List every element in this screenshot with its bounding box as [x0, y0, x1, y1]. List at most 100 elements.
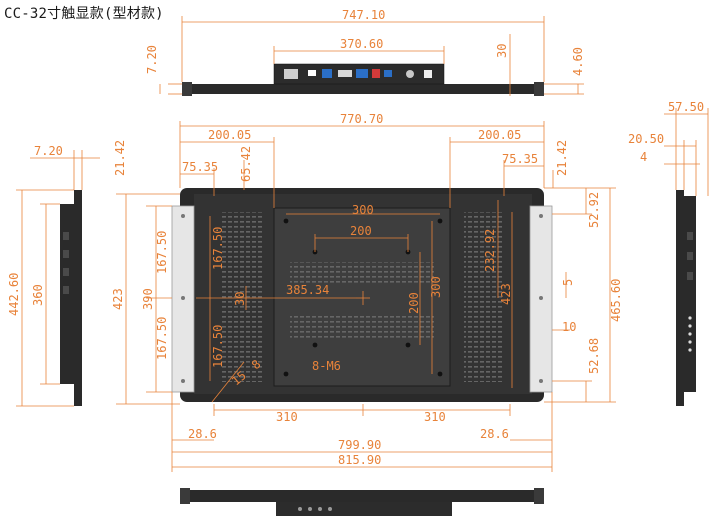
side-port-icon: [63, 286, 69, 294]
dim-rside-4: 4: [640, 150, 647, 164]
dim-rside-20: 20.50: [628, 132, 664, 146]
bottom-view: [180, 488, 544, 516]
vesa-hole: [283, 218, 289, 224]
dim-side-360: 360: [31, 284, 45, 306]
left-side-body: [74, 190, 82, 406]
dim-front-385: 385.34: [286, 283, 329, 297]
dimension-labels: 747.10 7.20 370.60 30 4.60 200.05 770.70…: [7, 8, 704, 467]
dim-rside-57: 57.50: [668, 100, 704, 114]
led-indicator-icon: [298, 507, 302, 511]
dim-bottom-799: 799.90: [338, 438, 381, 452]
bottom-view-bracket-right: [534, 488, 544, 504]
dim-vesa-300: 300: [352, 203, 374, 217]
dim-top-7-20: 7.20: [145, 45, 159, 74]
side-port-icon: [687, 272, 693, 280]
usb-port-icon: [308, 70, 316, 76]
dim-bottom-310-left: 310: [276, 410, 298, 424]
dim-right-5: 5: [561, 279, 575, 286]
power-connector-icon: [284, 69, 298, 79]
bracket-hole: [539, 214, 543, 218]
grill-center-bottom: [290, 316, 434, 338]
dim-left-167-bot: 167.50: [155, 317, 169, 360]
dim-vesa-200: 200: [350, 224, 372, 238]
vesa-hole: [405, 342, 411, 348]
dim-left-390: 390: [141, 288, 155, 310]
right-side-box: [684, 196, 696, 392]
bracket-hole: [539, 296, 543, 300]
dim-inner-167-top: 167.50: [211, 227, 225, 270]
front-view: [171, 188, 553, 402]
dim-front-770: 770.70: [340, 112, 383, 126]
grill-left: [222, 212, 262, 382]
dim-top-30: 30: [495, 44, 509, 58]
com-port-red-icon: [372, 69, 380, 78]
bottom-view-bracket-left: [180, 488, 190, 504]
dim-front-423-inner: 423: [499, 283, 513, 305]
vga-port-icon: [356, 69, 368, 78]
dim-inner-167-bot: 167.50: [211, 325, 225, 368]
bracket-hole: [181, 296, 185, 300]
lan-port-icon: [322, 69, 332, 78]
side-button-icon: [688, 316, 692, 320]
dimension-lines: [16, 16, 709, 472]
page-title: CC-32寸触显款(型材款): [4, 6, 164, 22]
dim-top-747: 747.10: [342, 8, 385, 22]
dim-right-10: 10: [562, 320, 576, 334]
side-port-icon: [63, 232, 69, 240]
side-button-icon: [688, 348, 692, 352]
vesa-hole: [283, 371, 289, 377]
side-button-icon: [688, 332, 692, 336]
vesa-hole: [437, 218, 443, 224]
grill-center-top: [290, 262, 434, 284]
dim-bottom-310-right: 310: [424, 410, 446, 424]
dim-front-75-left: 75.35: [182, 160, 218, 174]
side-button-icon: [688, 324, 692, 328]
dim-vesa-v-300: 300: [429, 276, 443, 298]
top-view-bracket-left: [182, 82, 192, 96]
dim-front-200-left: 200.05: [208, 128, 251, 142]
dim-inner-30: 30: [233, 292, 247, 306]
dim-right-465: 465.60: [609, 279, 623, 322]
led-indicator-icon: [308, 507, 312, 511]
led-indicator-icon: [328, 507, 332, 511]
dim-left-167-top: 167.50: [155, 231, 169, 274]
grill-right: [464, 212, 504, 382]
com-port-blue-icon: [384, 70, 392, 77]
led-indicator-icon: [318, 507, 322, 511]
dim-front-21-right: 21.42: [555, 140, 569, 176]
side-port-icon: [687, 252, 693, 260]
side-button-icon: [688, 340, 692, 344]
bracket-hole: [539, 379, 543, 383]
dim-side-442: 442.60: [7, 273, 21, 316]
dim-left-423: 423: [111, 288, 125, 310]
switch-icon: [424, 70, 432, 78]
bracket-hole: [181, 379, 185, 383]
dim-front-200-right: 200.05: [478, 128, 521, 142]
side-port-icon: [63, 250, 69, 258]
dim-front-21-left: 21.42: [113, 140, 127, 176]
vesa-hole: [437, 371, 443, 377]
dim-front-75-right: 75.35: [502, 152, 538, 166]
bottom-view-frame: [180, 490, 544, 502]
bracket-hole: [181, 214, 185, 218]
dim-vesa-v-200: 200: [407, 292, 421, 314]
dim-screw-8-m6: 8-M6: [312, 359, 341, 373]
right-side-body: [676, 190, 684, 406]
dim-right-52-top: 52.92: [587, 192, 601, 228]
side-port-icon: [63, 268, 69, 276]
dim-top-4-60: 4.60: [571, 47, 585, 76]
top-view-bracket-right: [534, 82, 544, 96]
dc-jack-icon: [406, 70, 414, 78]
dim-front-65: 65.42: [239, 146, 253, 182]
left-side-view: [60, 190, 82, 406]
top-view: [182, 63, 544, 96]
dim-side-7-20: 7.20: [34, 144, 63, 158]
dim-top-370: 370.60: [340, 37, 383, 51]
dim-front-232: 232.92: [483, 229, 497, 272]
dim-bottom-815: 815.90: [338, 453, 381, 467]
bottom-view-io-box: [276, 502, 452, 516]
side-port-icon: [687, 232, 693, 240]
top-view-frame: [182, 84, 544, 94]
vesa-recess: [273, 207, 451, 387]
